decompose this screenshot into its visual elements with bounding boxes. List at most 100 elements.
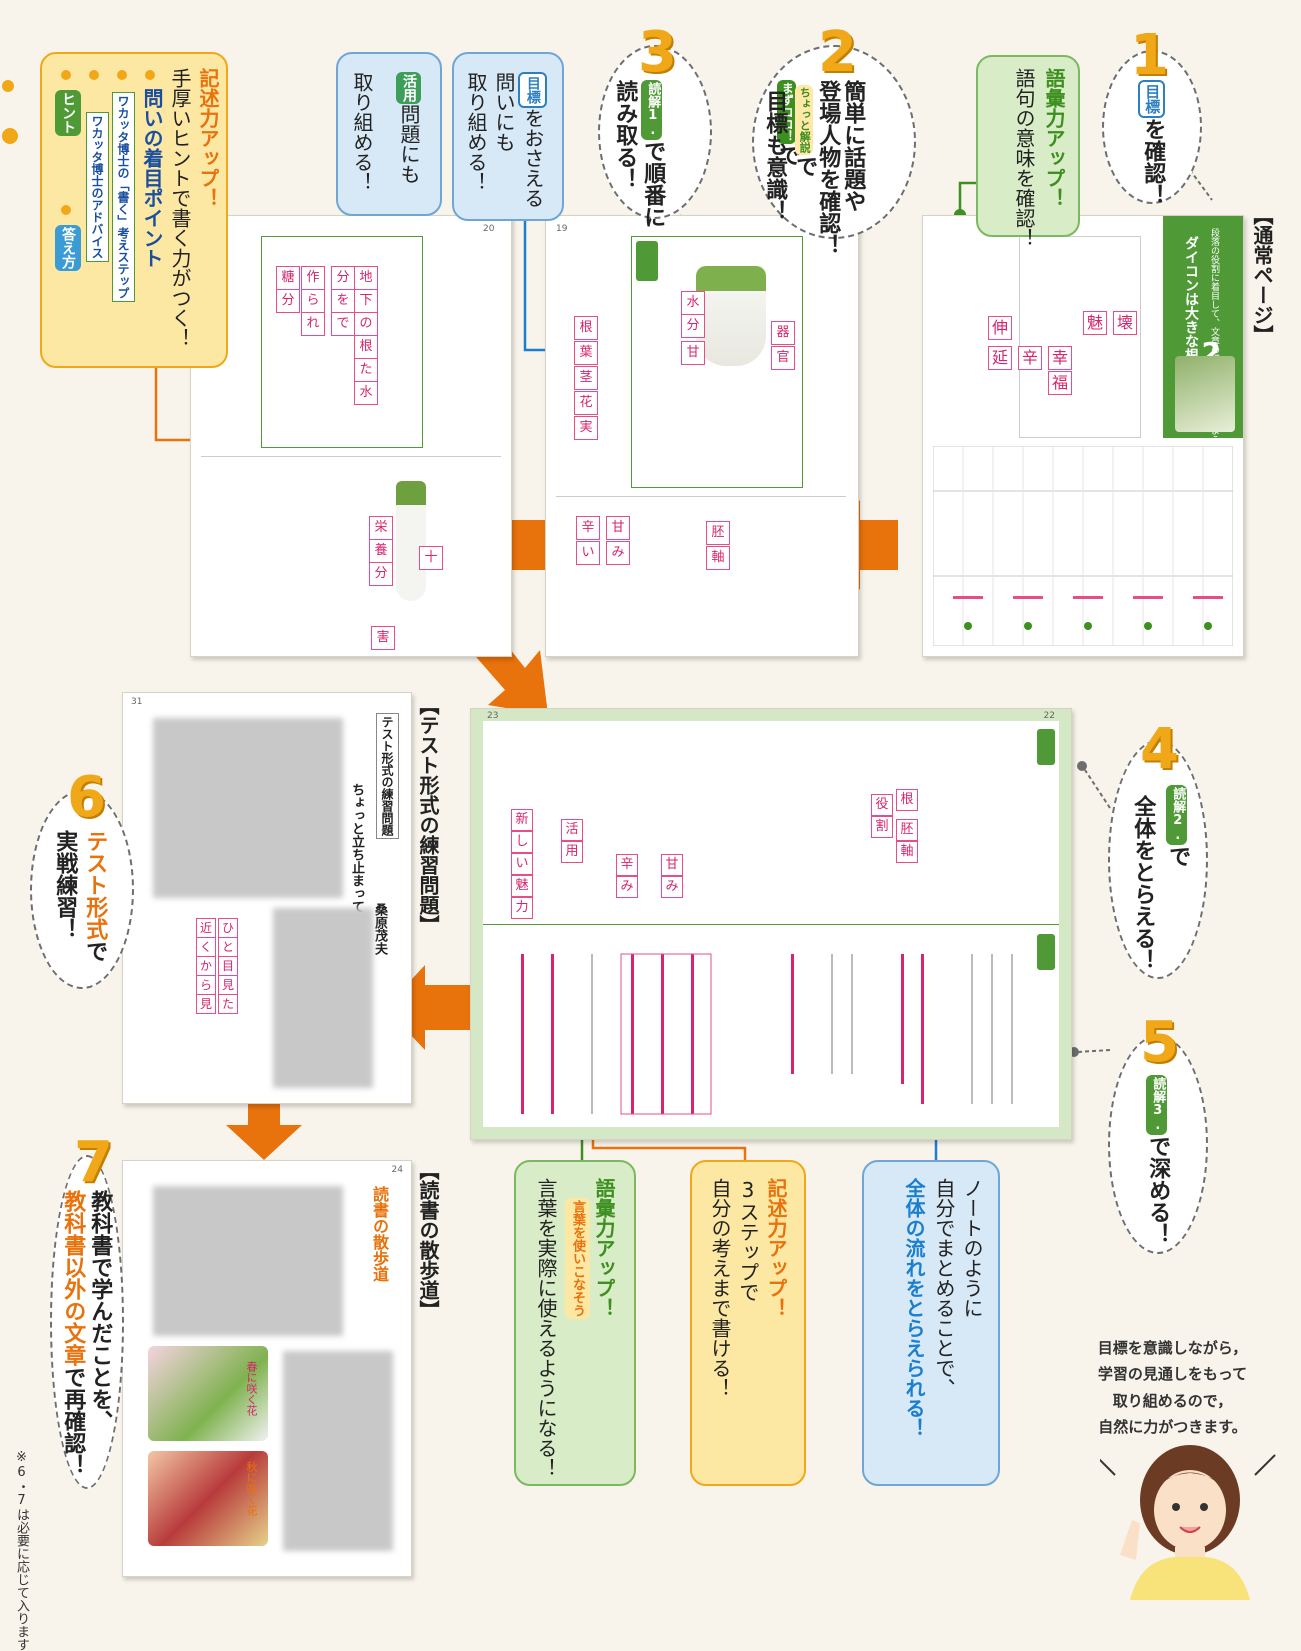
callout-katsuyo [336, 52, 442, 216]
diagram-daikon [696, 266, 766, 366]
chip-kotoba: 言葉を使いこなそう [565, 1198, 590, 1319]
answer-box: と [218, 937, 238, 957]
page-normal-3: 20 地 下 の 根 た 水 分 を で 作 ら れ 糖 分 栄 養 分 十 害 [190, 215, 512, 657]
page-subtitle: 段落の役割に着目して、文章の構成と内容を捉えよう [1209, 228, 1219, 444]
answer-box: 官 [771, 346, 795, 370]
callout-body-1: 3ステップで [736, 1178, 760, 1302]
summary-box: 甘 [661, 854, 683, 876]
chip-mazu-koko: まずココ！ [776, 80, 797, 144]
answer-box: ら [196, 975, 216, 995]
step-number: 1 [1130, 23, 1169, 88]
step-2-line3: 登場人物を確認！ [815, 80, 841, 256]
summary-box: 力 [511, 897, 533, 919]
chip-hint: ヒント [55, 90, 81, 136]
answer-box: 害 [371, 626, 395, 650]
answer-box: 甘 [681, 341, 705, 365]
reading-title: 読書の散歩道 [370, 1186, 389, 1282]
summary-box: 軸 [896, 841, 918, 863]
summary-box: み [616, 876, 638, 898]
callout-item-2: ワカッタ博士の「書く」考えステップ [112, 92, 135, 302]
chip-katsuyo: 活用 [396, 72, 421, 104]
page-normal-2: 19 水 分 甘 根 葉 茎 花 実 器 官 胚 軸 甘 み 辛 い [545, 215, 859, 657]
answer-box: 花 [574, 391, 598, 415]
vocab-table [933, 446, 1233, 646]
chip-dokkai-3: 読解3. [1146, 1075, 1168, 1135]
step-2-extra: ちょっと解説で [792, 85, 818, 177]
kanji-box: 壊 [1113, 311, 1137, 335]
answer-box: み [606, 541, 630, 565]
answer-box: 分 [331, 266, 355, 290]
step-4-line2: 全体をとらえる！ [1130, 795, 1156, 971]
step-number: 3 [638, 20, 677, 85]
label-test-page: 【テスト形式の練習問題】 [416, 695, 440, 935]
step-5-text: 読解3.で深める！ [1145, 1075, 1171, 1245]
chip-dokkai-1 [636, 241, 658, 281]
summary-bottom-text [521, 953, 1013, 1115]
callout-body-3: 全体の流れをとらえられる！ [902, 1178, 926, 1438]
summary-box: 胚 [896, 819, 918, 841]
page-normal-1: ダイコンは大きな根？ 段落の役割に着目して、文章の構成と内容を捉えよう 2 壊 … [922, 215, 1244, 657]
step-4-text: 読解2.で [1165, 785, 1191, 867]
summary-box: 辛 [616, 854, 638, 876]
photo-autumn-flowers [148, 1451, 268, 1546]
callout-body-2: 自分でまとめることで、 [932, 1178, 956, 1398]
callout-kijutsu-bottom [690, 1160, 806, 1486]
blurred-text [153, 1186, 343, 1336]
step-bubble-1 [1102, 50, 1202, 204]
answer-box: の [354, 312, 378, 336]
answer-box: 地 [354, 266, 378, 290]
chip-dokkai-3 [1037, 934, 1055, 970]
answer-box: で [331, 312, 355, 336]
woman-illustration [1100, 1445, 1276, 1600]
answer-box: 下 [354, 289, 378, 313]
decor-dot [2, 128, 18, 144]
callout-title: 語彙力アップ！ [592, 1178, 616, 1318]
answer-box: れ [301, 312, 325, 336]
callout-body-2: 自分の考えまで書ける！ [708, 1178, 732, 1398]
answer-box: 近 [196, 918, 216, 938]
step-number: 5 [1140, 1010, 1179, 1075]
step-number: 2 [818, 20, 857, 85]
answer-box: た [354, 358, 378, 382]
page-number: 23 [487, 711, 499, 721]
answer-box: 見 [196, 994, 216, 1014]
callout-item-3: ワカッタ博士のアドバイス [86, 112, 109, 262]
decor-dot [2, 80, 14, 92]
callout-title: 記述力アップ！ [196, 68, 220, 208]
test-title: テスト形式の練習問題 [376, 713, 399, 839]
callout-mokuhyo-line3: 取り組める！ [464, 72, 488, 192]
blurred-text [273, 908, 373, 1088]
answer-box: 辛 [576, 516, 600, 540]
answer-box: 分 [276, 289, 300, 313]
answer-box: 茎 [574, 366, 598, 390]
page-number: 20 [483, 224, 495, 234]
summary-box: み [661, 876, 683, 898]
step-bubble-6 [30, 790, 134, 989]
callout-body: 語句の意味を確認！ [1012, 68, 1036, 248]
answer-box: 養 [369, 539, 393, 563]
answer-box: 目 [218, 956, 238, 976]
callout-note [862, 1160, 1000, 1486]
answer-box: を [331, 289, 355, 313]
bullet-dot [61, 205, 71, 215]
page-reading-walk: 24 読書の散歩道 春に咲く花 秋に咲く花 [122, 1160, 412, 1577]
answer-box: 分 [369, 562, 393, 586]
arrow-p1-to-p2 [820, 500, 898, 590]
chip-dokkai-1: 読解1. [641, 80, 663, 140]
step-number: 7 [74, 1130, 113, 1195]
test-reading-title: ちょっと立ち止まって [349, 783, 364, 913]
summary-box: 根 [896, 789, 918, 811]
answer-box: ら [301, 289, 325, 313]
answer-box: 糖 [276, 266, 300, 290]
step-number: 4 [1140, 717, 1179, 782]
answer-box: ひ [218, 918, 238, 938]
bullet-dot [89, 70, 99, 80]
section-divider [201, 456, 501, 457]
bullet-dot [117, 70, 127, 80]
answer-box: 胚 [706, 521, 730, 545]
summary-box: 役 [871, 794, 893, 816]
section-answer-box [261, 236, 423, 448]
callout-body-1: ノートのように [960, 1178, 984, 1318]
answer-box: 分 [681, 314, 705, 338]
label-autumn: 秋に咲く花 [245, 1461, 258, 1516]
